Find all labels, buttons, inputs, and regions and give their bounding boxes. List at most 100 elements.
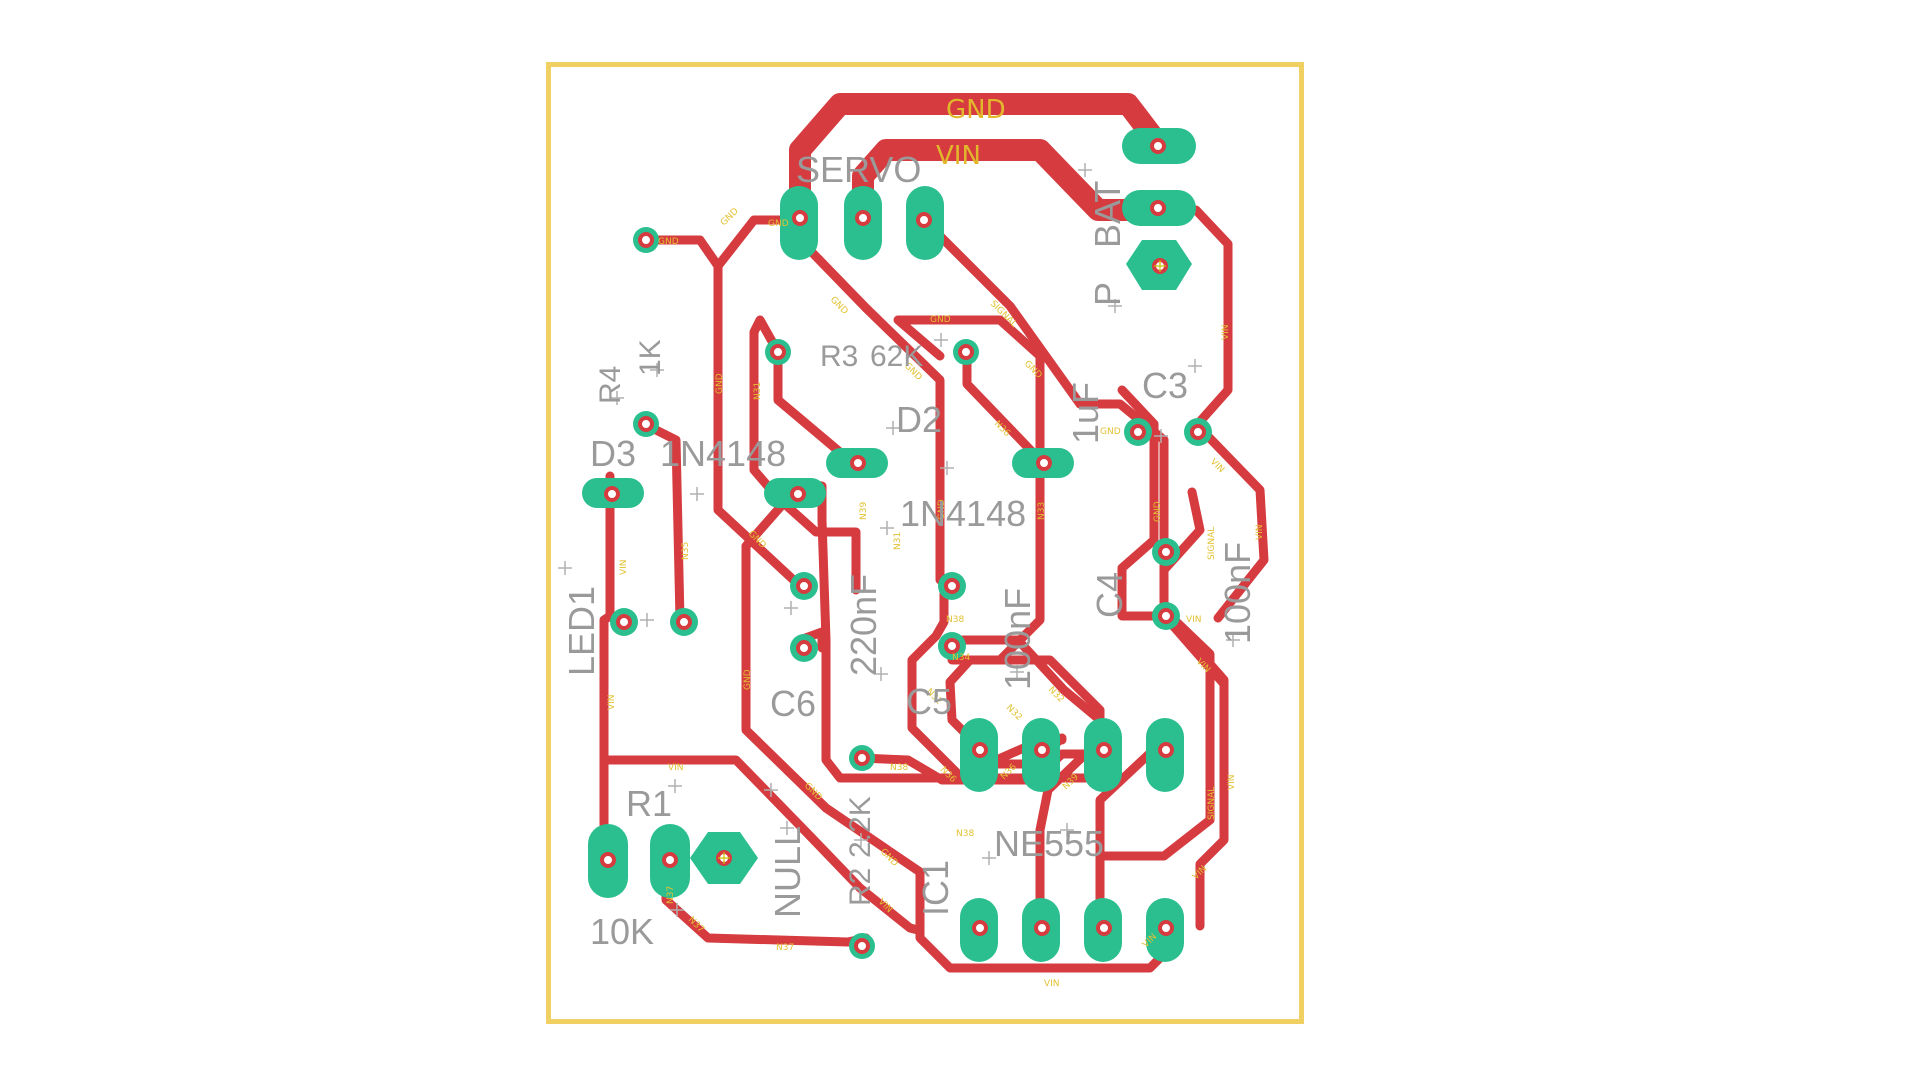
net-label: GND (1153, 501, 1163, 522)
label-r4-value: 1K (634, 339, 667, 376)
net-label: VIN (1208, 457, 1226, 475)
via-c6-2 (796, 640, 812, 656)
net-label: VIN (619, 559, 629, 575)
net-label: SIGNAL (1207, 527, 1217, 560)
label-r3-value: 62K (870, 340, 923, 373)
via-ic1-4 (1158, 920, 1174, 936)
silkscreen-labels: SERVO BAT P R3 62K R4 1K D3 1N4148 D2 1N… (561, 149, 1258, 952)
via-d2-a (850, 455, 866, 471)
net-label: VIN (1191, 864, 1209, 882)
net-label: VIN (1186, 615, 1202, 625)
net-label: N38 (890, 763, 908, 773)
label-r1-value: 10K (590, 911, 654, 952)
via-bat-1 (1150, 138, 1166, 154)
via-r3-2 (958, 344, 974, 360)
via-bat-2 (1150, 200, 1166, 216)
vias-group (600, 138, 1212, 959)
label-c3-value: 1uF (1065, 382, 1106, 444)
label-c6-value: 220nF (843, 574, 884, 676)
trace-vin-main (852, 139, 1171, 231)
via-c5-2 (944, 638, 960, 654)
via-d2-k (1036, 455, 1052, 471)
label-r2: R2 (844, 868, 877, 906)
net-label: GND (828, 295, 850, 317)
net-label: GND (878, 847, 900, 869)
trace-thin-group (599, 205, 1269, 973)
net-label: N31 (893, 532, 903, 550)
label-p: P (1087, 282, 1128, 306)
label-r2-value: 2.2K (844, 796, 877, 858)
net-label: N35 (681, 542, 691, 560)
via-r2-1 (854, 750, 870, 766)
net-label: GND (715, 373, 725, 394)
label-servo: SERVO (796, 149, 921, 190)
via-c6-1 (796, 578, 812, 594)
net-labels-small: GND GND GND GND VIN VIN VIN N34 N38 N38 … (658, 219, 1202, 989)
net-label: N39 (859, 502, 869, 520)
net-label: N37 (666, 886, 676, 904)
label-d3: D3 (590, 433, 636, 474)
via-c3-2 (1190, 424, 1206, 440)
label-c5: C5 (906, 681, 952, 722)
net-label: N38 (946, 615, 964, 625)
label-ne555: NE555 (994, 823, 1104, 864)
via-r3-1 (770, 344, 786, 360)
label-d3-value: 1N4148 (660, 433, 786, 474)
net-label: GND (930, 315, 951, 325)
net-label: VIN (1227, 774, 1237, 790)
label-c3: C3 (1142, 365, 1188, 406)
net-label: GND (743, 669, 753, 690)
label-led1: LED1 (561, 586, 602, 676)
via-r2-2 (854, 938, 870, 954)
silk-plus-marks (558, 163, 1240, 917)
net-label: N37 (776, 943, 794, 953)
label-r4: R4 (594, 366, 627, 404)
via-ic1-1 (972, 920, 988, 936)
via-r1-2 (662, 852, 678, 868)
via-servo-2 (855, 210, 871, 226)
net-label: N34 (952, 653, 970, 663)
net-label: VIN (1255, 524, 1265, 540)
label-null: NULL (767, 826, 808, 918)
via-ic1-8 (972, 742, 988, 758)
via-servo-3 (916, 212, 932, 228)
net-label: GND (937, 499, 947, 520)
via-gnd-tp (638, 232, 654, 248)
net-label: VIN (607, 694, 617, 710)
trace-gnd-main (789, 93, 1171, 249)
net-label-gnd-main: GND (946, 95, 1006, 125)
net-label: GND (768, 219, 789, 229)
net-labels-vertical: VIN VIN GND VIN SIGNAL VIN SIGNAL VIN GN… (607, 324, 1265, 904)
via-c4-2 (1158, 608, 1174, 624)
net-label: GND (658, 237, 679, 247)
via-d3-k (790, 486, 806, 502)
label-c4: C4 (1089, 572, 1130, 618)
via-ic1-6 (1096, 742, 1112, 758)
via-ic1-7 (1034, 742, 1050, 758)
net-label-vin-main: VIN (936, 141, 981, 171)
label-bat: BAT (1087, 181, 1128, 248)
via-r1-1 (600, 852, 616, 868)
net-label: VIN (668, 763, 684, 773)
via-c4-1 (1158, 544, 1174, 560)
via-d3-a (604, 486, 620, 502)
net-label: GND (719, 206, 741, 228)
net-label: SIGNAL (1207, 787, 1217, 820)
via-led1-1 (616, 614, 632, 630)
label-r1: R1 (626, 783, 672, 824)
net-label: N31 (753, 382, 763, 400)
label-c4-value: 100nF (1217, 542, 1258, 644)
net-label: VIN (1044, 979, 1060, 989)
via-servo-1 (792, 210, 808, 226)
label-ic1: IC1 (915, 860, 956, 916)
label-d2-value: 1N4148 (900, 493, 1026, 534)
net-label: N33 (1037, 502, 1047, 520)
net-label: N32 (1004, 703, 1024, 723)
label-c5-value: 100nF (997, 588, 1038, 690)
via-ic1-5 (1158, 742, 1174, 758)
label-r3: R3 (820, 340, 858, 373)
via-ic1-3 (1096, 920, 1112, 936)
net-label: N38 (956, 829, 974, 839)
component-origin-crosses (718, 260, 1166, 864)
